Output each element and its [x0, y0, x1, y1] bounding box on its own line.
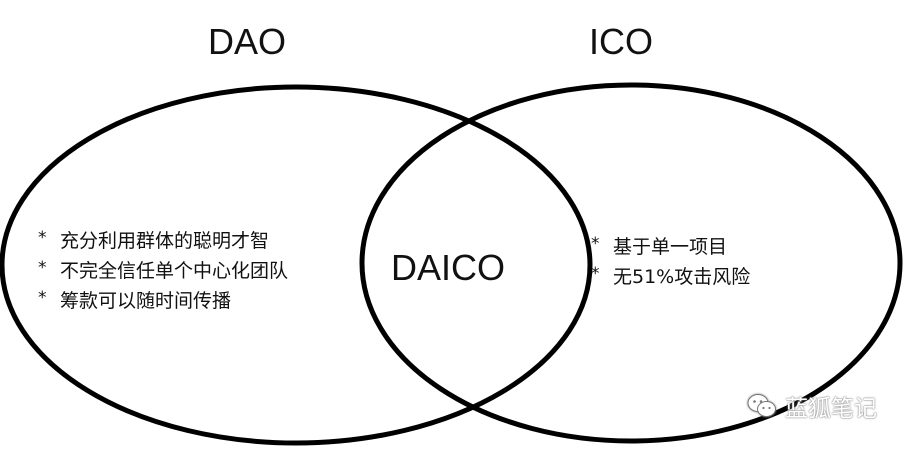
watermark: 蓝狐笔记: [747, 389, 877, 423]
bullet-star: *: [38, 258, 47, 278]
bullet-star: *: [591, 264, 600, 284]
list-item: * 无51%攻击风险: [591, 260, 750, 290]
daico-label: DAICO: [391, 247, 506, 288]
ico-feature-text: 基于单一项目: [613, 235, 728, 258]
ico-feature-text: 无51%攻击风险: [613, 265, 751, 288]
ico-ellipse: [359, 82, 903, 444]
bullet-star: *: [38, 228, 47, 248]
dao-title: DAO: [208, 21, 287, 62]
list-item: * 基于单一项目: [591, 230, 750, 260]
ico-feature-list: * 基于单一项目 * 无51%攻击风险: [591, 230, 750, 290]
list-item: * 筹款可以随时间传播: [38, 284, 288, 314]
dao-ellipse: [0, 84, 593, 446]
dao-feature-text: 筹款可以随时间传播: [60, 289, 232, 312]
ico-title: ICO: [589, 21, 654, 62]
dao-feature-list: * 充分利用群体的聪明才智 * 不完全信任单个中心化团队 * 筹款可以随时间传播: [38, 224, 288, 314]
bullet-star: *: [591, 234, 600, 254]
dao-feature-text: 不完全信任单个中心化团队: [60, 259, 289, 282]
wechat-icon: [747, 394, 776, 417]
list-item: * 充分利用群体的聪明才智: [38, 224, 288, 254]
list-item: * 不完全信任单个中心化团队: [38, 254, 288, 284]
watermark-text: 蓝狐笔记: [785, 396, 877, 422]
dao-feature-text: 充分利用群体的聪明才智: [60, 229, 270, 252]
bullet-star: *: [38, 288, 47, 308]
